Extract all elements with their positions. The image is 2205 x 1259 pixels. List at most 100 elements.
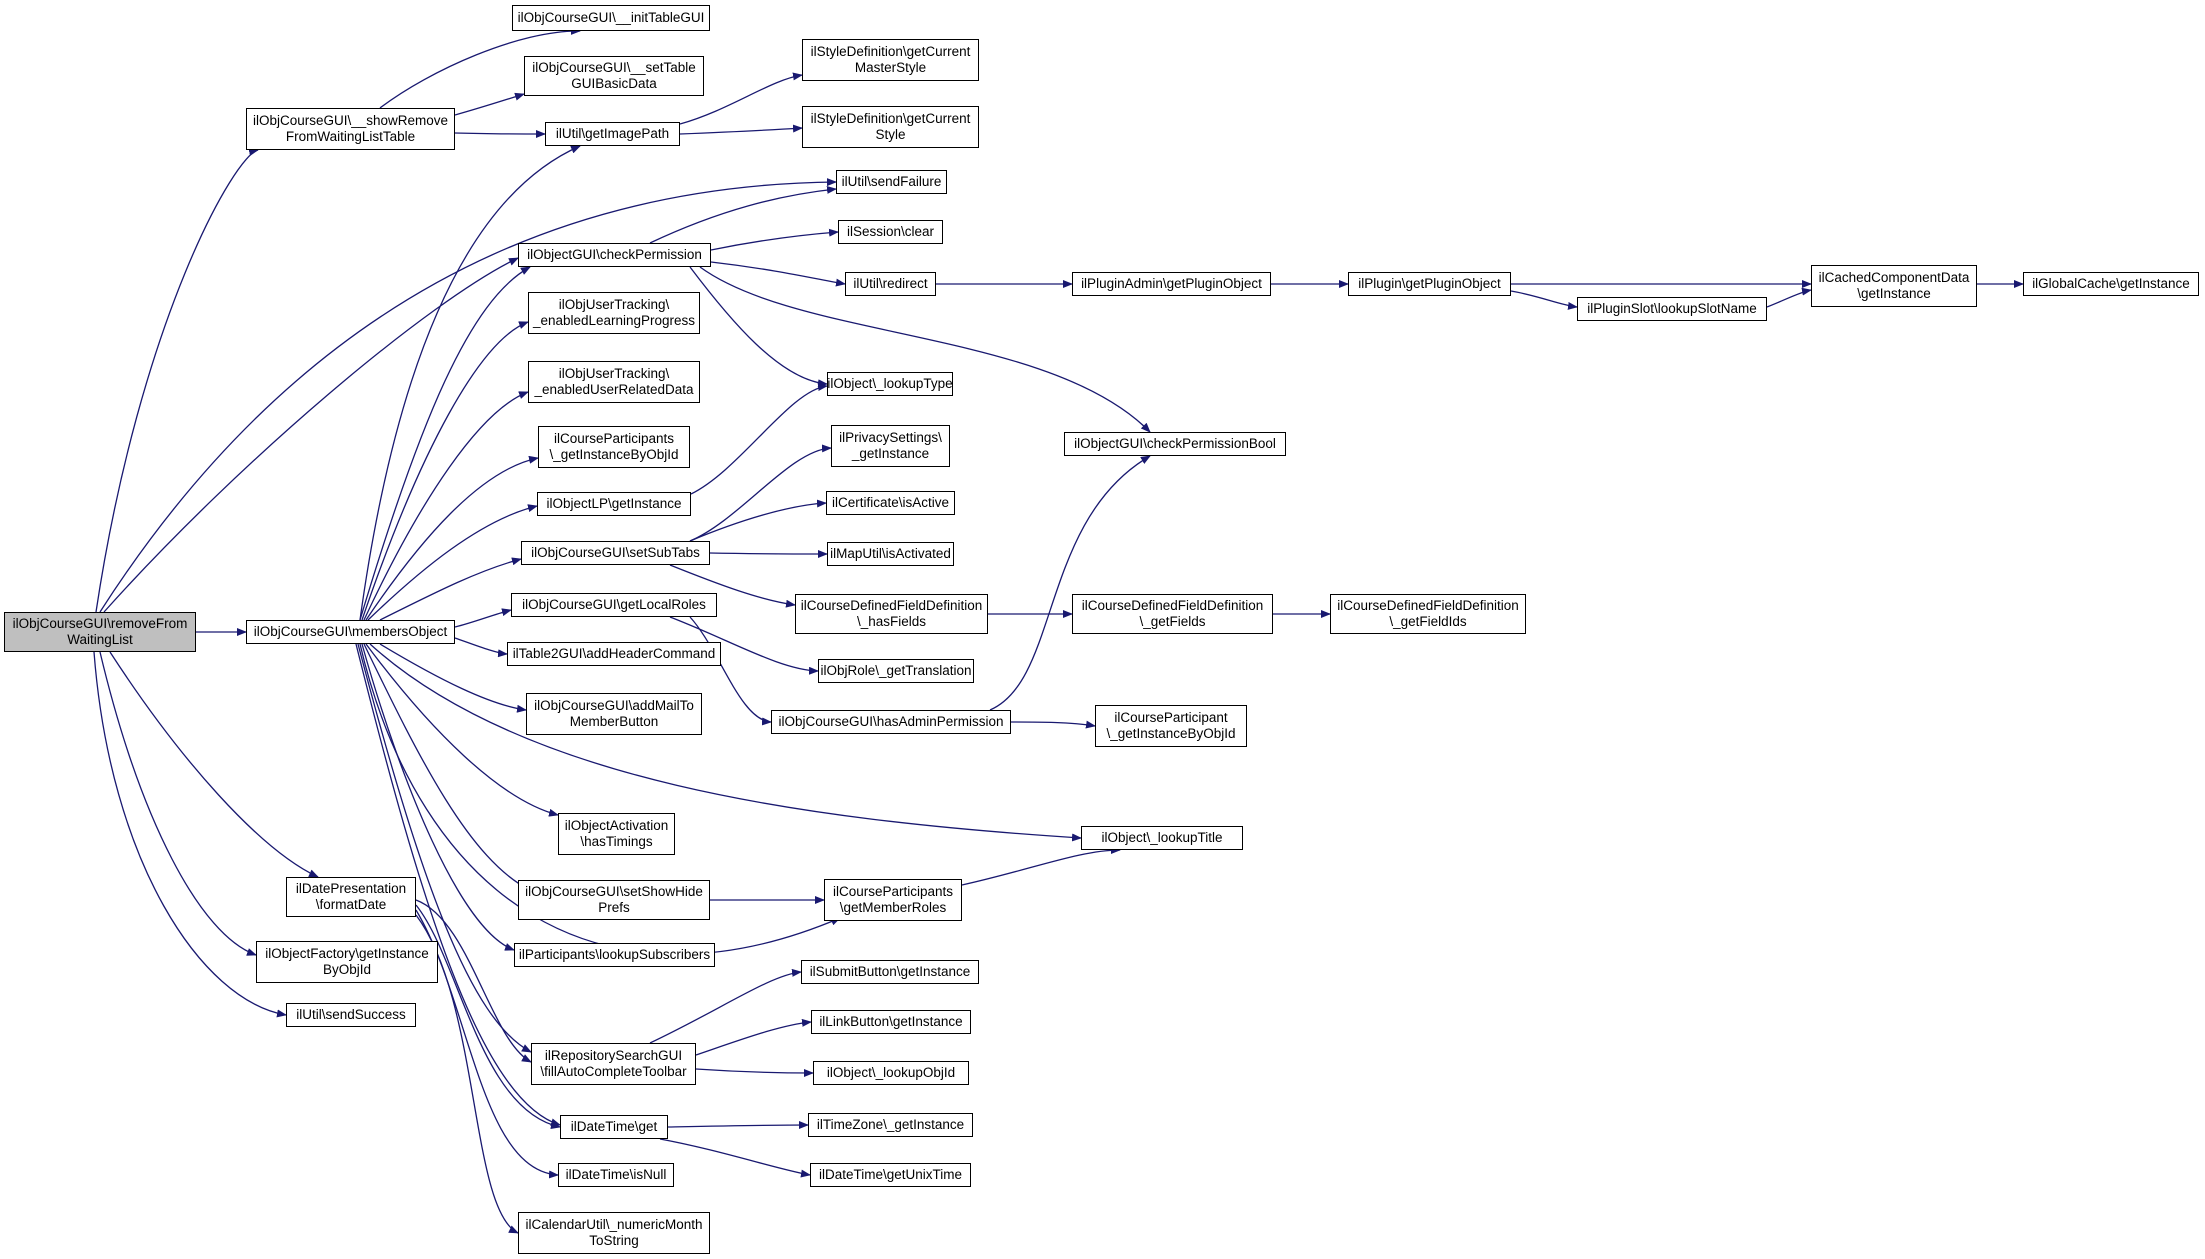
call-edge-getImagePath-to-styleMaster: [679, 72, 803, 125]
call-edge-root-to-objFactory: [99, 651, 257, 956]
node-root[interactable]: ilObjCourseGUI\removeFrom WaitingList: [4, 612, 196, 652]
node-objRoleTrans[interactable]: ilObjRole\_getTranslation: [818, 659, 974, 683]
call-edge-membersObject-to-lookupSubscribers: [361, 643, 515, 951]
call-edge-formatDate-to-repoSearch: [415, 899, 532, 1063]
call-edge-membersObject-to-addMailTo: [379, 643, 527, 713]
call-edge-showRemove-to-setTableGUI: [454, 92, 525, 116]
call-edge-hasAdminPerm-to-cpartGetInstance: [1010, 720, 1096, 729]
node-repoSearch[interactable]: ilRepositorySearchGUI \fillAutoCompleteT…: [531, 1043, 696, 1085]
node-getMemberRoles[interactable]: ilCourseParticipants \getMemberRoles: [824, 879, 962, 921]
node-tzGetInstance[interactable]: ilTimeZone\_getInstance: [808, 1113, 973, 1137]
call-edge-setSubTabs-to-hasFields: [669, 564, 796, 608]
call-edge-showRemove-to-getImagePath: [454, 129, 546, 138]
node-sendSuccess[interactable]: ilUtil\sendSuccess: [286, 1003, 416, 1027]
call-edge-getImagePath-to-styleCurrent: [679, 124, 803, 135]
node-membersObject[interactable]: ilObjCourseGUI\membersObject: [246, 620, 455, 644]
node-hasTimings[interactable]: ilObjectActivation \hasTimings: [558, 813, 675, 855]
node-mapUtil[interactable]: ilMapUtil\isActivated: [827, 542, 954, 566]
node-initTableGUI[interactable]: ilObjCourseGUI\__initTableGUI: [512, 5, 710, 31]
node-cpGetInstanceByObjId[interactable]: ilCourseParticipants \_getInstanceByObjI…: [538, 426, 690, 468]
node-dtGet[interactable]: ilDateTime\get: [560, 1115, 668, 1139]
call-edge-membersObject-to-hasTimings: [365, 643, 559, 817]
node-slotName[interactable]: ilPluginSlot\lookupSlotName: [1577, 297, 1767, 321]
node-checkPermBool[interactable]: ilObjectGUI\checkPermissionBool: [1064, 432, 1286, 456]
node-getFieldIds[interactable]: ilCourseDefinedFieldDefinition \_getFiel…: [1330, 594, 1526, 634]
node-submitButton[interactable]: ilSubmitButton\getInstance: [801, 960, 979, 984]
node-calUtil[interactable]: ilCalendarUtil\_numericMonth ToString: [518, 1212, 710, 1254]
call-edge-root-to-formatDate: [109, 651, 319, 878]
call-edge-membersObject-to-enabledLP: [361, 321, 529, 621]
node-getFields[interactable]: ilCourseDefinedFieldDefinition \_getFiel…: [1072, 594, 1273, 634]
node-getImagePath[interactable]: ilUtil\getImagePath: [545, 122, 680, 146]
call-edge-getMemberRoles-to-lookupTitle: [961, 846, 1121, 886]
call-edge-objectLP-to-lookupType: [690, 383, 828, 495]
call-edge-checkPermission-to-sessionClear: [710, 228, 839, 251]
call-edge-dtGet-to-getUnixTime: [659, 1138, 811, 1178]
node-pluginGet[interactable]: ilPlugin\getPluginObject: [1348, 272, 1511, 296]
node-sessionClear[interactable]: ilSession\clear: [838, 220, 943, 244]
call-edge-checkPermission-to-redirect: [710, 261, 846, 287]
node-enabledURD[interactable]: ilObjUserTracking\ _enabledUserRelatedDa…: [528, 361, 700, 403]
node-styleCurrent[interactable]: ilStyleDefinition\getCurrent Style: [802, 106, 979, 148]
node-lookupSubscribers[interactable]: ilParticipants\lookupSubscribers: [514, 943, 715, 967]
node-lookupType[interactable]: ilObject\_lookupType: [827, 372, 953, 396]
node-sendFailure[interactable]: ilUtil\sendFailure: [836, 170, 947, 194]
call-edge-membersObject-to-setSubTabs: [379, 557, 522, 621]
call-edge-setSubTabs-to-certificate: [689, 499, 827, 542]
node-cpartGetInstance[interactable]: ilCourseParticipant \_getInstanceByObjId: [1095, 705, 1247, 747]
call-edge-membersObject-to-enabledURD: [363, 391, 529, 621]
call-edge-membersObject-to-checkPermission: [359, 266, 531, 621]
node-lookupTitle[interactable]: ilObject\_lookupTitle: [1081, 826, 1243, 850]
node-styleMaster[interactable]: ilStyleDefinition\getCurrent MasterStyle: [802, 39, 979, 81]
call-edge-membersObject-to-cpGetInstanceByObjId: [365, 455, 539, 621]
node-redirect[interactable]: ilUtil\redirect: [845, 272, 936, 296]
call-edge-showRemove-to-initTableGUI: [379, 26, 581, 109]
call-edge-repoSearch-to-submitButton: [649, 968, 802, 1044]
node-cachedComp[interactable]: ilCachedComponentData \getInstance: [1811, 265, 1977, 307]
node-certificate[interactable]: ilCertificate\isActive: [826, 491, 955, 515]
node-setSubTabs[interactable]: ilObjCourseGUI\setSubTabs: [521, 541, 710, 565]
call-edge-root-to-checkPermission: [103, 257, 519, 613]
call-edge-membersObject-to-objectLP: [367, 504, 538, 621]
call-edge-setSubTabs-to-privacy: [689, 444, 832, 542]
call-edge-formatDate-to-dtGet: [415, 904, 561, 1130]
node-enabledLP[interactable]: ilObjUserTracking\ _enabledLearningProgr…: [528, 292, 700, 334]
call-edge-membersObject-to-dtGet: [355, 643, 561, 1127]
call-edge-repoSearch-to-linkButton: [695, 1018, 812, 1056]
node-dtIsNull[interactable]: ilDateTime\isNull: [558, 1163, 674, 1187]
call-edge-getLocalRoles-to-objRoleTrans: [669, 616, 819, 675]
node-lookupObjId[interactable]: ilObject\_lookupObjId: [813, 1061, 969, 1085]
node-hasFields[interactable]: ilCourseDefinedFieldDefinition \_hasFiel…: [795, 594, 988, 634]
node-checkPermission[interactable]: ilObjectGUI\checkPermission: [518, 243, 711, 267]
node-linkButton[interactable]: ilLinkButton\getInstance: [811, 1010, 971, 1034]
call-edge-setSubTabs-to-mapUtil: [709, 549, 828, 558]
call-edge-membersObject-to-setShowHide: [363, 643, 531, 891]
node-setShowHide[interactable]: ilObjCourseGUI\setShowHide Prefs: [518, 880, 710, 920]
node-privacy[interactable]: ilPrivacySettings\ _getInstance: [831, 425, 950, 467]
node-globalCache[interactable]: ilGlobalCache\getInstance: [2023, 272, 2199, 296]
call-edge-repoSearch-to-lookupObjId: [695, 1068, 814, 1077]
node-hasAdminPerm[interactable]: ilObjCourseGUI\hasAdminPermission: [771, 710, 1011, 734]
call-edge-root-to-showRemove: [95, 148, 259, 613]
node-getLocalRoles[interactable]: ilObjCourseGUI\getLocalRoles: [511, 593, 717, 617]
node-objectLP[interactable]: ilObjectLP\getInstance: [537, 492, 691, 516]
call-edge-hasAdminPerm-to-checkPermBool: [989, 455, 1151, 711]
node-formatDate[interactable]: ilDatePresentation \formatDate: [286, 877, 416, 917]
node-setTableGUI[interactable]: ilObjCourseGUI\__setTable GUIBasicData: [524, 56, 704, 96]
node-getUnixTime[interactable]: ilDateTime\getUnixTime: [810, 1163, 971, 1187]
call-edge-membersObject-to-getLocalRoles: [454, 608, 512, 628]
node-showRemove[interactable]: ilObjCourseGUI\__showRemove FromWaitingL…: [246, 108, 455, 150]
node-addHeaderCommand[interactable]: ilTable2GUI\addHeaderCommand: [507, 642, 721, 666]
call-edge-root-to-sendFailure: [99, 178, 837, 613]
call-edge-membersObject-to-repoSearch: [357, 643, 532, 1053]
call-edge-checkPermission-to-lookupType: [689, 266, 828, 388]
call-edge-membersObject-to-addHeaderCommand: [454, 637, 508, 658]
call-edge-membersObject-to-lookupTitle: [369, 643, 1082, 842]
node-objFactory[interactable]: ilObjectFactory\getInstance ByObjId: [256, 941, 438, 983]
call-edge-getLocalRoles-to-hasAdminPerm: [689, 616, 772, 726]
call-edge-checkPermission-to-sendFailure: [649, 185, 837, 244]
node-addMailTo[interactable]: ilObjCourseGUI\addMailTo MemberButton: [526, 693, 702, 735]
node-pluginAdmin[interactable]: ilPluginAdmin\getPluginObject: [1072, 272, 1271, 296]
call-edge-dtGet-to-tzGetInstance: [667, 1121, 809, 1130]
